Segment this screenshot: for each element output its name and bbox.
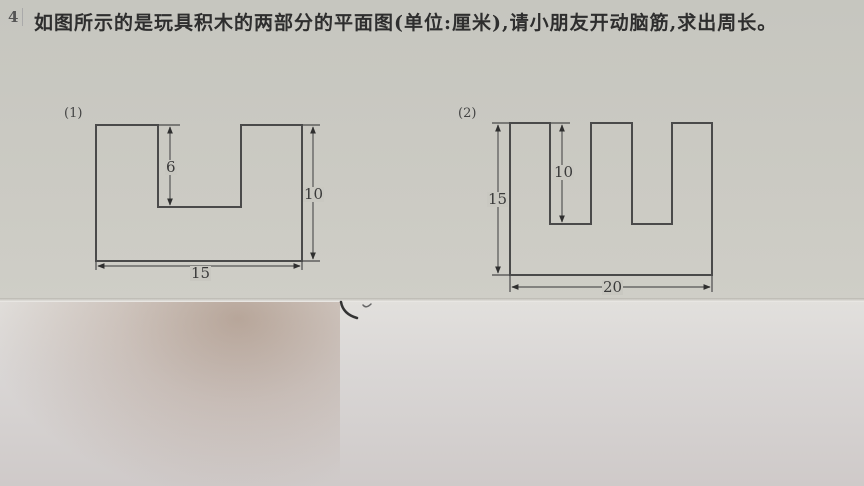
figure-2-width-label: 20 (602, 278, 624, 296)
figure-2-label: (2) (458, 106, 477, 121)
figure-diagrams (95, 122, 713, 292)
question-number: 4 (4, 8, 24, 26)
figure-2-shape (492, 122, 713, 292)
figure-1-dimension-lines (97, 126, 316, 269)
figure-2-notch-depth-label: 10 (553, 163, 575, 181)
question-text: 如图所示的是玩具积木的两部分的平面图(单位:厘米),请小朋友开动脑筋,求出周长。 (34, 12, 778, 34)
figure-1-height-label: 10 (303, 185, 325, 203)
folded-paper-bottom (0, 300, 864, 486)
figure-2-height-label: 15 (487, 190, 509, 208)
figure-1-notch-depth-label: 6 (165, 158, 177, 176)
figure-1-label: (1) (64, 106, 83, 121)
figure-2-dimension-lines (495, 124, 711, 290)
paper-fold-line (0, 298, 864, 302)
pen-mark (339, 300, 372, 320)
worksheet-page-top (0, 0, 864, 300)
figure-1-width-label: 15 (190, 264, 212, 282)
figure-1-shape (95, 124, 320, 270)
